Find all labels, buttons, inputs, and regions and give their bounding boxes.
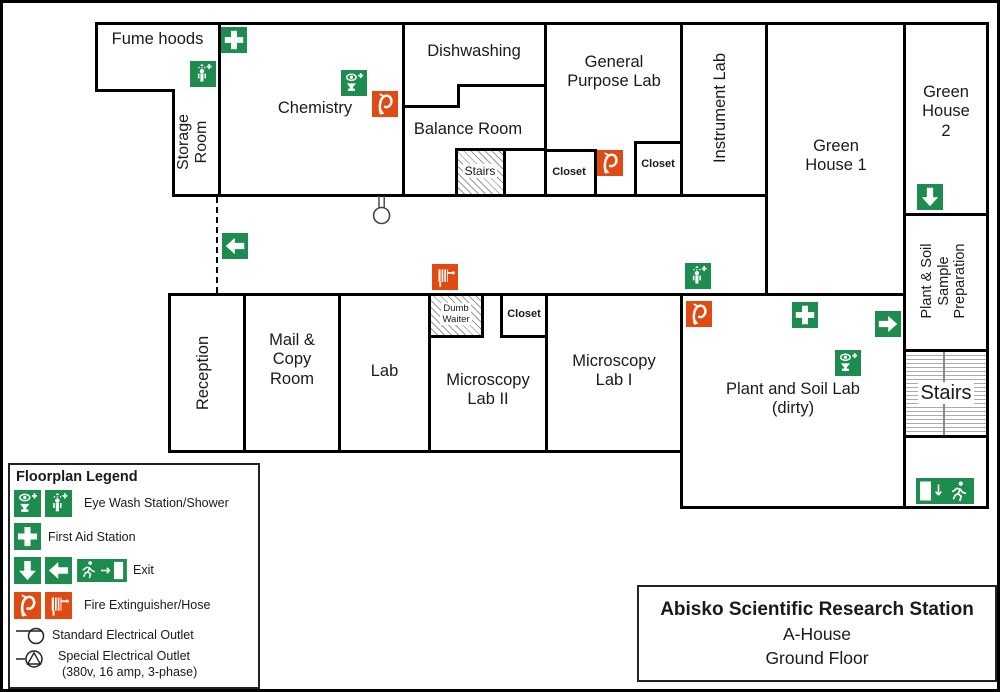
wall	[95, 89, 175, 92]
fire-extinguisher-icon	[597, 150, 623, 176]
eye-wash-icon	[835, 350, 861, 376]
exit-arrow-left-icon	[45, 557, 72, 584]
wall	[95, 22, 989, 25]
fire-extinguisher-icon	[686, 301, 712, 327]
wall	[428, 335, 484, 338]
wall	[402, 105, 460, 108]
legend-label-special-outlet-sub: (380v, 16 amp, 3-phase)	[62, 665, 198, 679]
wall	[634, 141, 637, 197]
wall	[243, 293, 246, 453]
exit-arrow-left-icon	[222, 233, 248, 259]
standard-outlet-icon	[372, 196, 391, 225]
room-label-instrument-lab: Instrument Lab	[711, 52, 729, 164]
room-label-dishwashing: Dishwashing	[427, 42, 521, 60]
title-block: Abisko Scientific Research Station A-Hou…	[637, 585, 997, 682]
entrance-dashed-path	[216, 197, 218, 293]
room-label-reception: Reception	[194, 335, 212, 411]
exit-arrow-right-icon	[875, 311, 901, 337]
special-outlet-icon	[16, 650, 43, 668]
fire-hose-icon	[432, 264, 458, 290]
wall	[680, 293, 683, 509]
wall	[500, 293, 503, 338]
exit-arrow-down-icon	[917, 184, 943, 210]
wall	[428, 293, 431, 453]
wall	[903, 349, 989, 352]
room-label-fume-hoods: Fume hoods	[111, 30, 204, 48]
eye-wash-icon	[14, 490, 41, 517]
wall	[455, 148, 547, 151]
wall	[903, 435, 989, 438]
wall	[455, 148, 458, 197]
wall	[168, 293, 171, 453]
first-aid-icon	[792, 302, 818, 328]
title-floor: Ground Floor	[765, 647, 869, 668]
room-label-balance-room: Balance Room	[413, 120, 523, 138]
wall	[172, 89, 175, 197]
wall	[503, 148, 506, 197]
room-label-plant-soil-lab: Plant and Soil Lab(dirty)	[726, 380, 860, 418]
legend-label-standard-outlet: Standard Electrical Outlet	[52, 628, 194, 642]
safety-shower-icon	[685, 263, 711, 289]
legend-label-special-outlet: Special Electrical Outlet	[58, 649, 191, 663]
wall	[903, 213, 989, 216]
legend-label-exit: Exit	[133, 563, 154, 577]
safety-shower-icon	[45, 490, 72, 517]
wall	[218, 22, 221, 197]
standard-outlet-icon	[16, 627, 45, 645]
wall	[168, 450, 683, 453]
wall	[544, 22, 547, 197]
wall	[545, 293, 548, 453]
wall	[765, 22, 768, 296]
room-label-closet-middle: Closet	[507, 308, 541, 320]
exit-arrow-down-icon	[14, 557, 41, 584]
wall	[168, 293, 906, 296]
safety-shower-icon	[190, 61, 216, 87]
wall	[594, 149, 597, 197]
fire-extinguisher-icon	[14, 592, 41, 619]
wall	[402, 22, 405, 197]
wall	[680, 22, 683, 197]
first-aid-icon	[14, 523, 41, 550]
wall	[172, 194, 768, 197]
eye-wash-icon	[341, 70, 367, 96]
wall	[457, 84, 460, 108]
wall	[481, 293, 484, 338]
first-aid-icon	[221, 27, 247, 53]
room-label-closet-upper-right: Closet	[641, 158, 675, 170]
legend-label-fire: Fire Extinguisher/Hose	[84, 598, 211, 612]
wall	[903, 22, 906, 509]
legend-label-first-aid: First Aid Station	[48, 530, 136, 544]
room-label-stairs-upper: Stairs	[462, 164, 498, 178]
room-label-chemistry: Chemistry	[277, 99, 353, 117]
legend-title: Floorplan Legend	[16, 469, 138, 485]
wall	[457, 84, 547, 87]
exit-sign-icon	[916, 478, 974, 504]
room-label-dumb-waiter: Dumb Waiter	[440, 303, 472, 326]
wall	[634, 141, 683, 144]
fire-hose-icon	[45, 592, 72, 619]
wall	[95, 22, 98, 92]
legend-label-eyewash: Eye Wash Station/Shower	[84, 496, 229, 510]
fire-extinguisher-icon	[372, 91, 398, 117]
wall	[986, 22, 989, 509]
room-label-closet-upper-left: Closet	[552, 166, 586, 178]
room-label-lab: Lab	[370, 362, 399, 380]
title-building: A-House	[782, 623, 852, 644]
title-station-name: Abisko Scientific Research Station	[660, 598, 974, 620]
wall	[500, 335, 548, 338]
exit-sign-icon	[77, 559, 127, 582]
wall	[338, 293, 341, 453]
wall	[544, 149, 597, 152]
wall	[682, 506, 989, 509]
room-label-stairs-right: Stairs	[918, 382, 974, 404]
